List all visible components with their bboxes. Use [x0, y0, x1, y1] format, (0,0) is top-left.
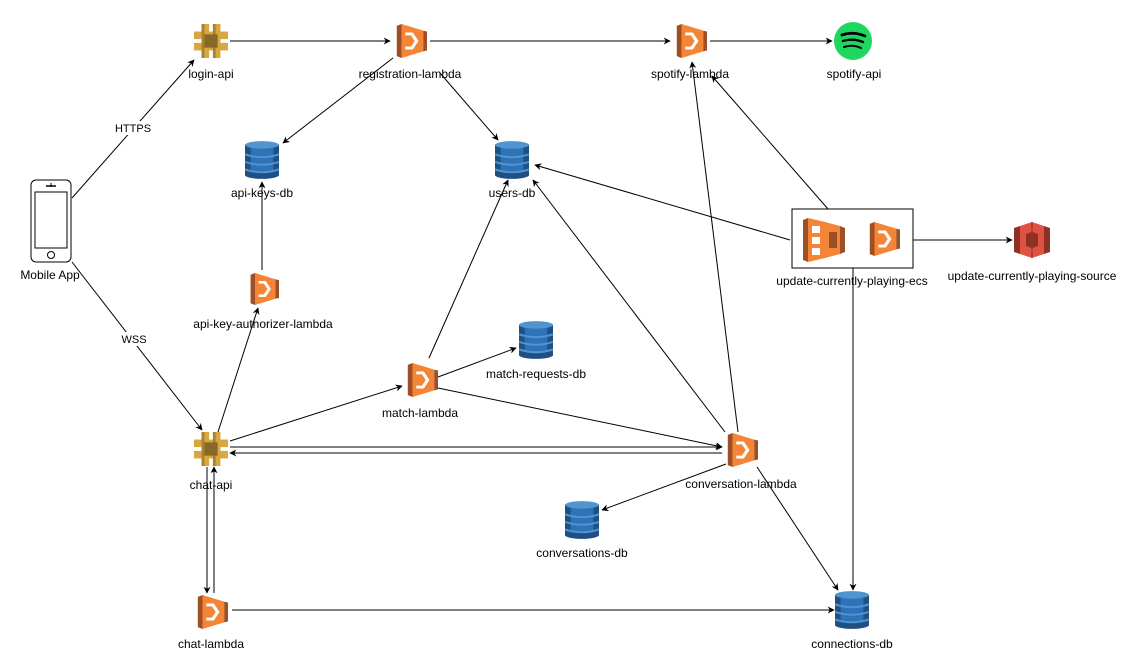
- mobile-phone-icon: [30, 179, 72, 263]
- node-connections-db[interactable]: connections-db: [811, 590, 893, 651]
- label-match-requests-db: match-requests-db: [486, 367, 586, 381]
- label-login-api: login-api: [188, 67, 233, 81]
- edge-match-lambda-to-conversation-lambda: [437, 387, 723, 450]
- label-connections-db: connections-db: [811, 637, 893, 651]
- label-update-currently-playing-source: update-currently-playing-source: [948, 269, 1117, 283]
- edge-registration-to-users-db: [439, 72, 499, 141]
- lambda-icon: [396, 24, 427, 58]
- s3-icon: [1014, 221, 1050, 259]
- dynamodb-icon: [519, 320, 553, 360]
- node-chat-lambda[interactable]: chat-lambda: [178, 595, 244, 651]
- lambda-icon: [727, 433, 758, 467]
- node-conversation-lambda[interactable]: conversation-lambda: [685, 433, 797, 491]
- lambda-icon: [250, 273, 279, 305]
- dynamodb-icon: [245, 140, 279, 180]
- node-conversations-db[interactable]: conversations-db: [536, 500, 628, 560]
- edge-conversation-lambda-to-connections-db: [756, 466, 839, 591]
- lambda-icon: [676, 24, 707, 58]
- label-chat-api: chat-api: [190, 478, 233, 492]
- dynamodb-icon: [835, 590, 869, 630]
- node-login-api[interactable]: login-api: [188, 24, 234, 81]
- node-api-keys-db[interactable]: api-keys-db: [231, 140, 293, 200]
- node-chat-api[interactable]: chat-api: [190, 432, 233, 492]
- lambda-icon: [407, 363, 438, 397]
- node-spotify-lambda[interactable]: spotify-lambda: [651, 24, 729, 81]
- ecs-icon: [803, 218, 845, 262]
- edge-match-lambda-to-users-db: [428, 179, 509, 359]
- label-match-lambda: match-lambda: [382, 406, 458, 420]
- node-update-currently-playing-ecs[interactable]: update-currently-playing-ecs: [776, 208, 928, 288]
- spotify-icon: [834, 22, 872, 60]
- dynamodb-icon: [495, 140, 529, 180]
- edge-conversation-lambda-to-users-db: [532, 179, 726, 433]
- api-gateway-icon: [194, 24, 228, 58]
- node-update-currently-playing-source[interactable]: update-currently-playing-source: [948, 221, 1117, 283]
- node-match-requests-db[interactable]: match-requests-db: [486, 320, 586, 381]
- edge-chat-api-to-match-lambda: [229, 384, 403, 442]
- edge-label-wss: WSS: [121, 334, 146, 346]
- node-api-key-authorizer-lambda[interactable]: api-key-authorizer-lambda: [193, 273, 333, 331]
- api-gateway-icon: [194, 432, 228, 466]
- node-match-lambda[interactable]: match-lambda: [382, 363, 458, 420]
- node-users-db[interactable]: users-db: [489, 140, 536, 200]
- label-api-keys-db: api-keys-db: [231, 186, 293, 200]
- label-chat-lambda: chat-lambda: [178, 637, 244, 651]
- label-conversation-lambda: conversation-lambda: [685, 477, 797, 491]
- label-spotify-api: spotify-api: [827, 67, 882, 81]
- edge-ecs-to-users-db: [534, 163, 791, 241]
- node-spotify-api[interactable]: spotify-api: [827, 22, 882, 81]
- label-api-key-authorizer-lambda: api-key-authorizer-lambda: [193, 317, 333, 331]
- edge-label-https: HTTPS: [115, 123, 151, 135]
- node-mobile-app[interactable]: Mobile App: [20, 179, 80, 282]
- label-users-db: users-db: [489, 186, 536, 200]
- edge-match-lambda-to-match-requests-db: [437, 346, 517, 378]
- edge-registration-to-api-keys-db: [282, 57, 394, 144]
- edges: [71, 37, 1013, 614]
- lambda-icon: [197, 595, 228, 629]
- edge-chat-api-to-authorizer: [217, 307, 260, 433]
- edge-ecs-to-spotify-lambda: [711, 75, 829, 210]
- label-spotify-lambda: spotify-lambda: [651, 67, 729, 81]
- dynamodb-icon: [565, 500, 599, 540]
- edge-conversation-lambda-to-spotify-lambda: [689, 61, 739, 433]
- node-registration-lambda[interactable]: registration-lambda: [359, 24, 462, 81]
- label-update-currently-playing-ecs: update-currently-playing-ecs: [776, 274, 927, 288]
- label-registration-lambda: registration-lambda: [359, 67, 462, 81]
- edge-conversation-lambda-to-conversations-db: [601, 463, 727, 512]
- edge-labels: HTTPS WSS: [112, 121, 154, 346]
- label-conversations-db: conversations-db: [536, 546, 628, 560]
- label-mobile-app: Mobile App: [20, 268, 80, 282]
